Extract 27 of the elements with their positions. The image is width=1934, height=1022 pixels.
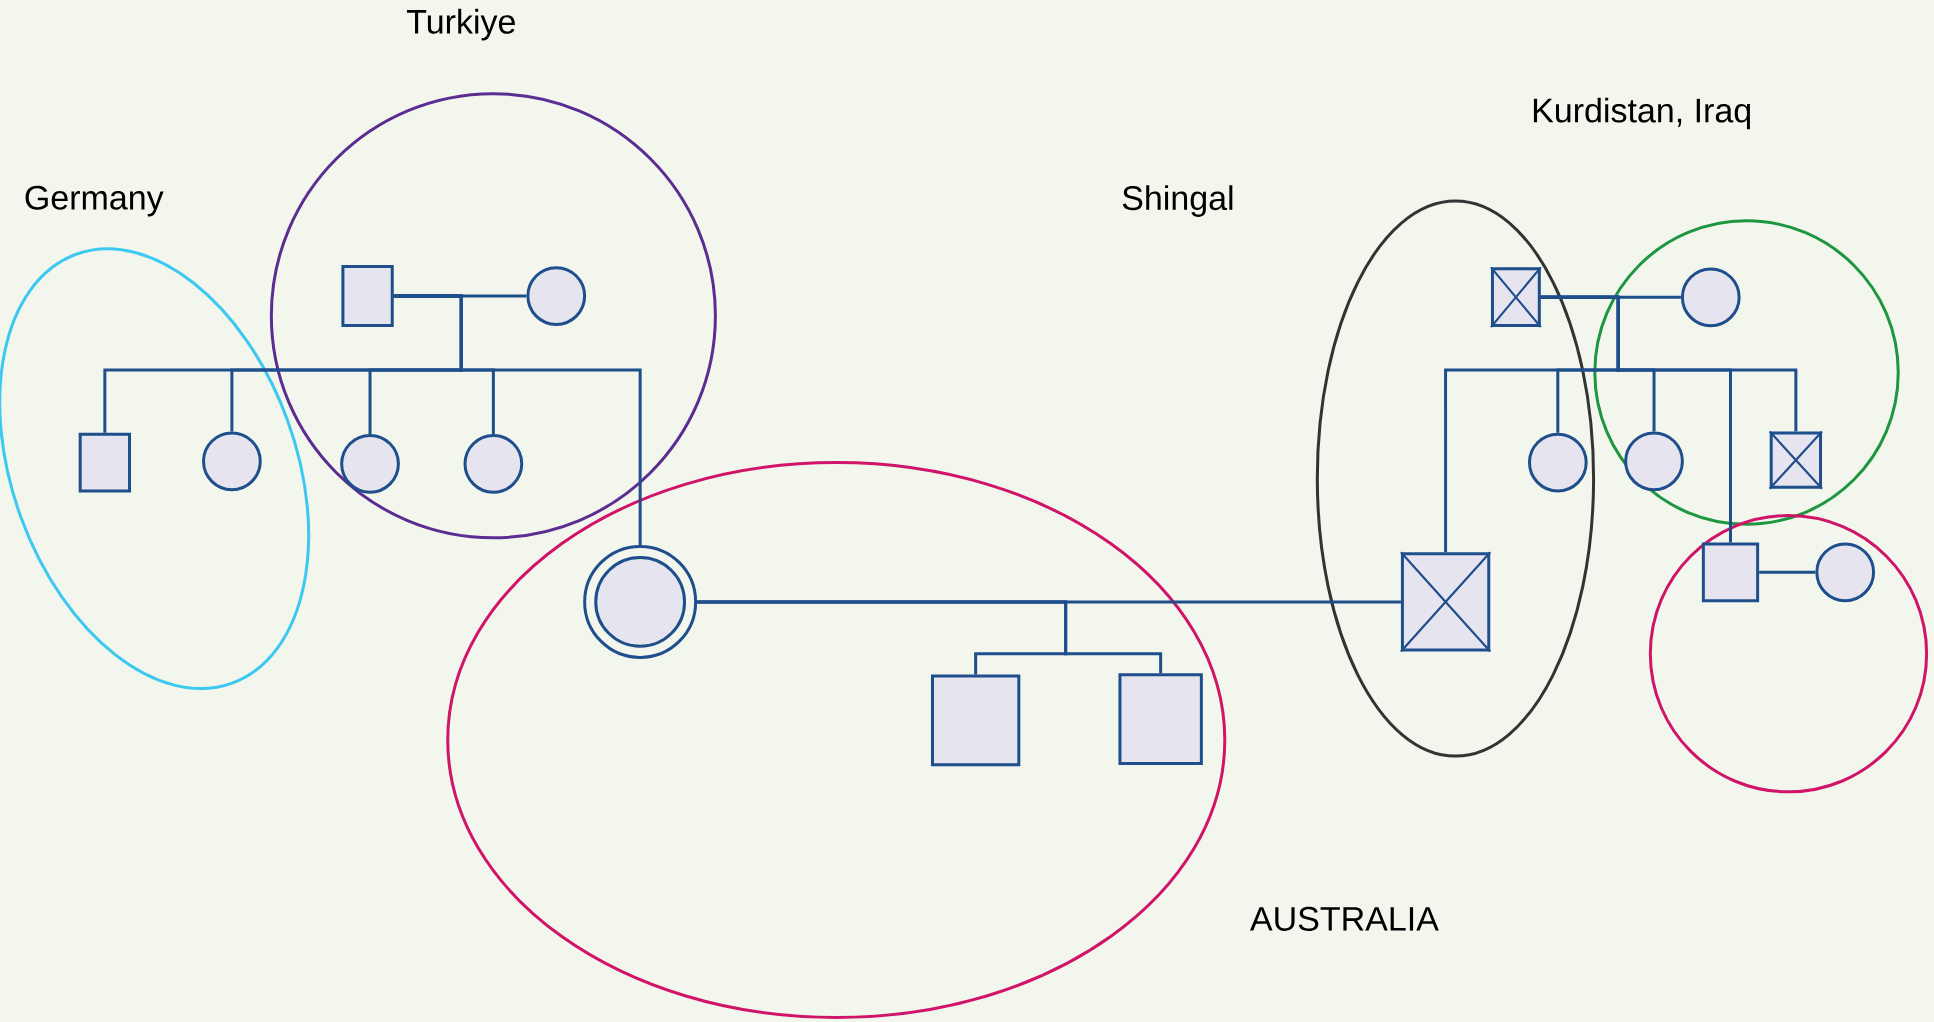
circle-symbol <box>526 265 587 326</box>
square-symbol <box>931 674 1021 766</box>
circle-symbol <box>1527 432 1588 493</box>
double-circle-symbol <box>583 544 698 659</box>
region-circle <box>1648 513 1929 794</box>
square-symbol <box>1118 672 1203 765</box>
square-symbol <box>1701 542 1760 602</box>
region-label: Kurdistan, Iraq <box>1533 97 1751 130</box>
square-symbol <box>78 432 132 493</box>
pedigree-line <box>393 294 642 545</box>
circle-symbol <box>1680 267 1741 327</box>
pedigree-line <box>697 600 1163 673</box>
square-symbol <box>341 264 394 327</box>
crossed-square-symbol <box>1768 430 1824 490</box>
circle-symbol <box>340 433 400 494</box>
pedigree-line <box>1759 570 1816 574</box>
region-label: AUSTRALIA <box>1250 906 1439 931</box>
region-label: Shingal <box>1122 184 1233 217</box>
crossed-square-symbol <box>1399 550 1492 653</box>
circle-symbol <box>202 431 262 491</box>
circle-symbol <box>1624 431 1684 491</box>
region-label: Germany <box>25 185 164 217</box>
pedigree-line <box>1540 295 1732 543</box>
circle-symbol <box>1815 542 1876 602</box>
crossed-square-symbol <box>1489 266 1542 328</box>
region-label: Turkiye <box>406 8 515 41</box>
circle-symbol <box>463 433 524 494</box>
